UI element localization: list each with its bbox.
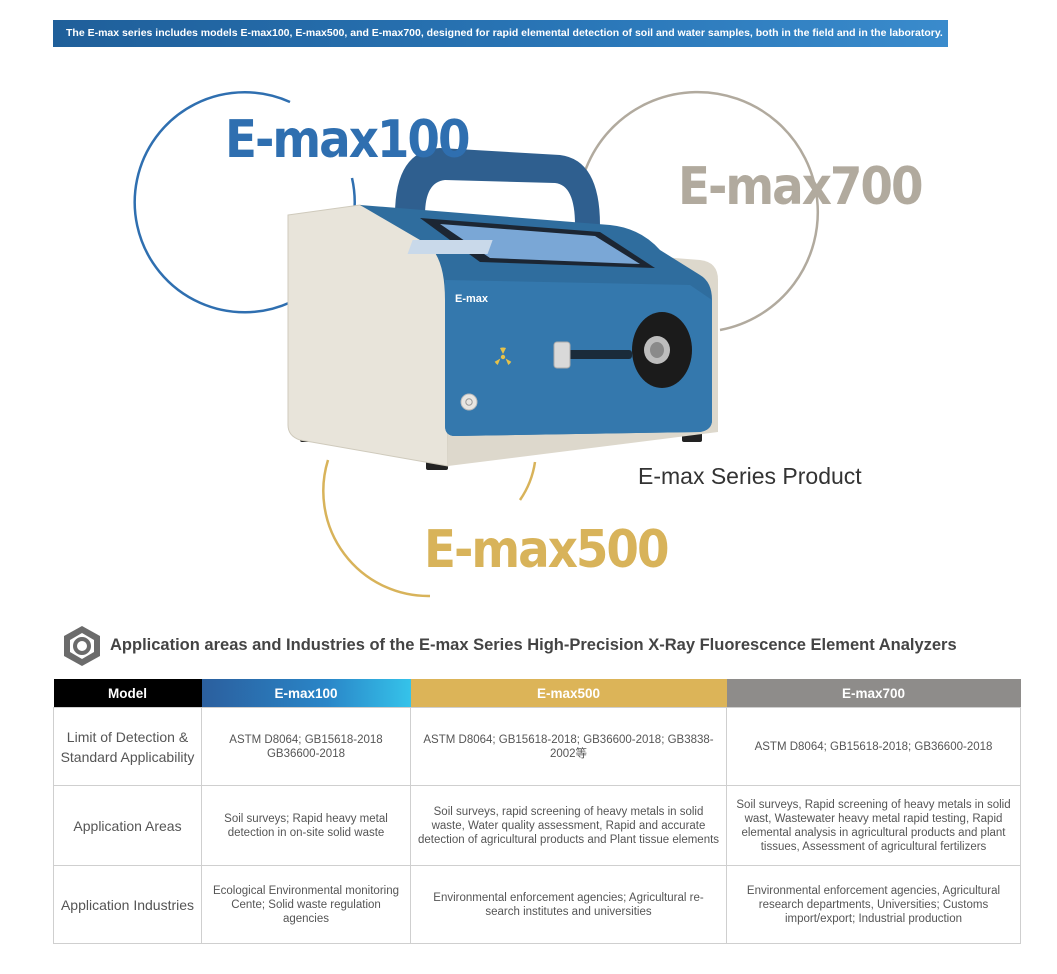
- device-handle: [395, 148, 600, 225]
- table-cell: ASTM D8064; GB15618-2018; GB36600-2018: [726, 707, 1021, 786]
- table-cell: Environmental enforcement agencies; Agri…: [410, 865, 727, 944]
- spec-table: Model E-max100 E-max500 E-max700 Limit o…: [53, 679, 1021, 944]
- table-row: Application Industries Ecological Enviro…: [53, 865, 1021, 944]
- gray-arc: [576, 90, 820, 332]
- row-label: Application Industries: [53, 865, 202, 944]
- table-row: Application Areas Soil surveys; Rapid he…: [53, 785, 1021, 866]
- header-e-max700: E-max700: [726, 679, 1021, 708]
- table-header-row: Model E-max100 E-max500 E-max700: [53, 679, 1021, 708]
- row-label: Application Areas: [53, 785, 202, 866]
- sample-slot: [560, 350, 632, 359]
- table-cell: ASTM D8064; GB15618-2018 GB36600-2018: [201, 707, 411, 786]
- device-brand-text: E-max: [455, 293, 489, 305]
- table-cell: Ecological Environmental monitoring Cent…: [201, 865, 411, 944]
- power-button-icon: [460, 393, 478, 411]
- top-banner: The E-max series includes models E-max10…: [53, 20, 948, 47]
- gold-arc: [322, 459, 431, 598]
- table-cell: Environmental enforcement agencies, Agri…: [726, 865, 1021, 944]
- header-e-max100: E-max100: [201, 679, 411, 708]
- product-illustration: E-max: [133, 90, 820, 598]
- table-cell: ASTM D8064; GB15618-2018; GB36600-2018; …: [410, 707, 727, 786]
- model-label-e-max500: E-max500: [424, 520, 670, 580]
- table-cell: Soil surveys, Rapid screening of heavy m…: [726, 785, 1021, 866]
- model-label-e-max100: E-max100: [225, 110, 471, 170]
- product-caption: E-max Series Product: [638, 463, 862, 489]
- header-model: Model: [53, 679, 202, 708]
- radiation-icon: [494, 347, 512, 365]
- section-title: Application areas and Industries of the …: [110, 636, 957, 654]
- model-label-e-max700: E-max700: [678, 157, 924, 217]
- table-cell: Soil surveys; Rapid heavy metal detectio…: [201, 785, 411, 866]
- row-label: Limit of Detection & Standard Applicabil…: [53, 707, 202, 786]
- table-row: Limit of Detection & Standard Applicabil…: [53, 707, 1021, 786]
- table-cell: Soil surveys, rapid screening of heavy m…: [410, 785, 727, 866]
- hexagon-icon: [64, 626, 100, 666]
- header-e-max500: E-max500: [410, 679, 727, 708]
